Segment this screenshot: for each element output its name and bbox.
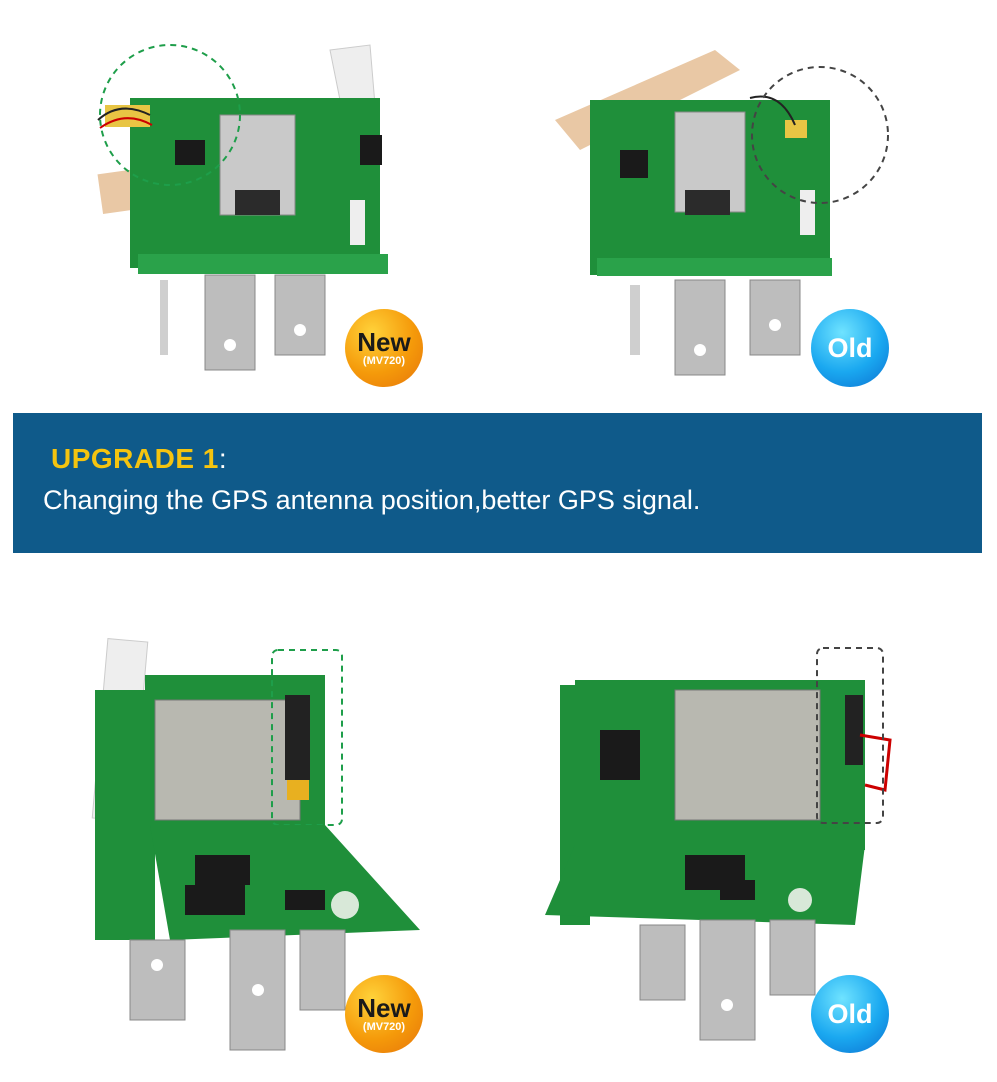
new-badge-label: New <box>357 326 411 357</box>
new-badge-model: (MV720) <box>362 354 406 367</box>
relay-pin <box>160 280 168 355</box>
banner-title-text: UPGRADE 1 <box>51 443 219 474</box>
old-board-front-photo <box>555 50 889 376</box>
relay-pin <box>769 919 816 996</box>
sim-contacts <box>685 190 730 215</box>
upgrade-banner: UPGRADE 1: Changing the GPS antenna posi… <box>13 413 982 553</box>
old-badge-label: Old <box>827 332 873 363</box>
connector <box>350 200 365 245</box>
chip <box>600 730 640 780</box>
gps-module <box>154 699 301 821</box>
chip <box>360 135 382 165</box>
banner-title-colon: : <box>218 443 228 474</box>
chip <box>185 885 245 915</box>
chip <box>720 880 755 900</box>
banner-title: UPGRADE 1: <box>51 443 227 475</box>
pcb-edge <box>138 254 388 274</box>
highlight-circle <box>99 44 241 186</box>
old-badge-top: Old <box>811 309 889 387</box>
gps-module <box>674 689 821 821</box>
relay-pin <box>674 279 726 376</box>
chip <box>285 695 310 780</box>
chip <box>195 855 250 885</box>
new-board-back-photo <box>91 638 420 1051</box>
relay-pin <box>699 919 756 1041</box>
chip <box>175 140 205 165</box>
new-badge-model: (MV720) <box>362 1020 406 1033</box>
pcb-base <box>150 825 420 940</box>
relay-pin <box>129 939 186 1021</box>
new-badge-bottom: New (MV720) <box>345 975 423 1053</box>
relay-pin <box>299 929 346 1011</box>
relay-pin <box>749 279 801 356</box>
capacitor <box>287 780 309 800</box>
old-badge-label: Old <box>827 998 873 1029</box>
new-badge-label: New <box>357 992 411 1023</box>
pcb-edge <box>597 258 832 276</box>
connector <box>800 190 815 235</box>
old-badge-bottom: Old <box>811 975 889 1053</box>
relay-pin <box>204 274 256 371</box>
relay-pin <box>274 274 326 356</box>
gps-antenna-wire <box>785 120 807 138</box>
chip <box>285 890 325 910</box>
old-board-back-photo <box>545 647 892 1041</box>
relay-pin <box>639 924 686 1001</box>
new-badge-top: New (MV720) <box>345 309 423 387</box>
banner-description: Changing the GPS antenna position,better… <box>43 485 701 515</box>
sim-contacts <box>235 190 280 215</box>
chip <box>845 695 863 765</box>
highlight-box <box>816 647 884 824</box>
relay-pin <box>630 285 640 355</box>
chip <box>620 150 648 178</box>
highlight-circle <box>751 66 889 204</box>
new-board-front-photo <box>97 44 388 371</box>
